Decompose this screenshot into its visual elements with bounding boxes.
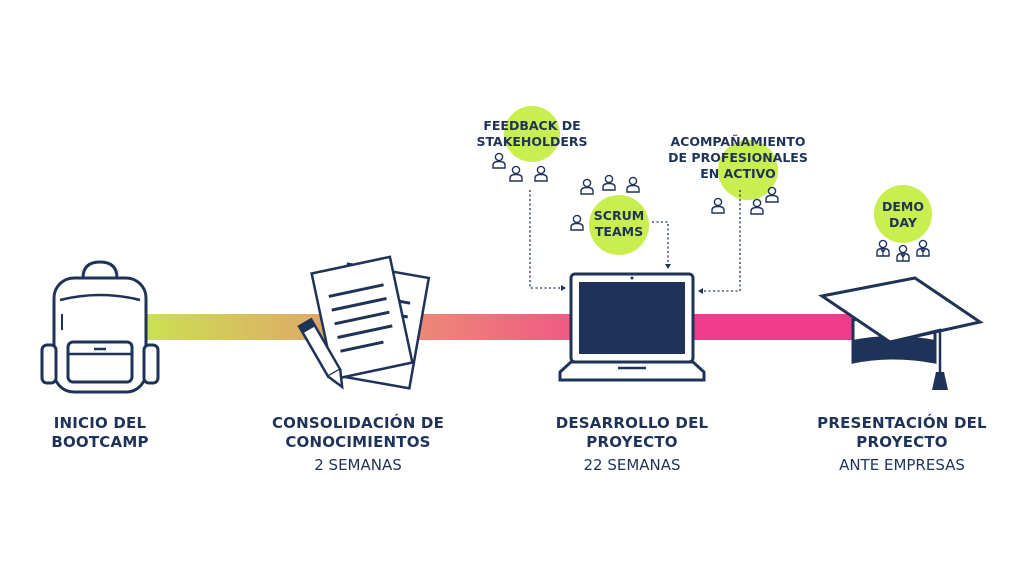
- stage-1-title: INICIO DEL BOOTCAMP: [0, 414, 200, 452]
- connector-lines: [529, 190, 741, 292]
- mentoring-line2: DE PROFESIONALES: [668, 150, 808, 165]
- laptop-icon: [558, 272, 706, 382]
- stage-2-title-line1: CONSOLIDACIÓN DE: [271, 414, 445, 432]
- demo-bubble: [874, 185, 932, 243]
- stage-2-title-line2: CONOCIMIENTOS: [285, 433, 431, 451]
- stage-4-subtitle: ANTE EMPRESAS: [839, 456, 965, 474]
- backpack-icon: [40, 260, 160, 394]
- mentoring-line1: ACOMPAÑAMIENTO: [670, 134, 806, 149]
- graduation-cap-icon: [818, 276, 984, 390]
- connector-arrow: [665, 264, 671, 269]
- connector-arrow: [561, 285, 566, 291]
- demo-line1: DEMO: [882, 199, 924, 214]
- demo-people-icons: [876, 239, 930, 262]
- stage-2-title: CONSOLIDACIÓN DE CONOCIMIENTOS: [248, 414, 468, 452]
- connector-arrow: [698, 288, 703, 294]
- stage-2-duration: 2 SEMANAS: [314, 456, 402, 474]
- stage-4-title-line2: PROYECTO: [856, 433, 948, 451]
- feedback-line1: FEEDBACK DE: [483, 118, 581, 133]
- feedback-bubble: [504, 106, 560, 162]
- scrum-line1: SCRUM: [593, 208, 645, 223]
- scrum-bubble-label: SCRUM TEAMS: [569, 208, 669, 240]
- stage-4-title-line1: PRESENTACIÓN DEL: [817, 414, 987, 432]
- feedback-bubble-label: FEEDBACK DE STAKEHOLDERS: [462, 118, 602, 150]
- feedback-line2: STAKEHOLDERS: [476, 134, 588, 149]
- stage-4-title: PRESENTACIÓN DEL PROYECTO: [792, 414, 1012, 452]
- stage-3-title-line1: DESARROLLO DEL: [555, 414, 709, 432]
- stage-3-title: DESARROLLO DEL PROYECTO: [522, 414, 742, 452]
- demo-bubble-label: DEMO DAY: [863, 199, 943, 231]
- stage-3-title-line2: PROYECTO: [586, 433, 678, 451]
- scrum-bubble: [589, 195, 649, 255]
- timeline-progress-bar: [130, 314, 855, 340]
- stage-1-title-line2: BOOTCAMP: [51, 433, 149, 451]
- mentoring-bubble-label: ACOMPAÑAMIENTO DE PROFESIONALES EN ACTIV…: [648, 134, 828, 182]
- scrum-line2: TEAMS: [594, 224, 644, 239]
- mentoring-line3: EN ACTIVO: [700, 166, 776, 181]
- stage-3-duration: 22 SEMANAS: [583, 456, 681, 474]
- documents-pencil-icon: [297, 255, 431, 390]
- demo-line2: DAY: [889, 215, 917, 230]
- mentoring-bubble: [718, 140, 778, 200]
- stage-1-title-line1: INICIO DEL: [53, 414, 147, 432]
